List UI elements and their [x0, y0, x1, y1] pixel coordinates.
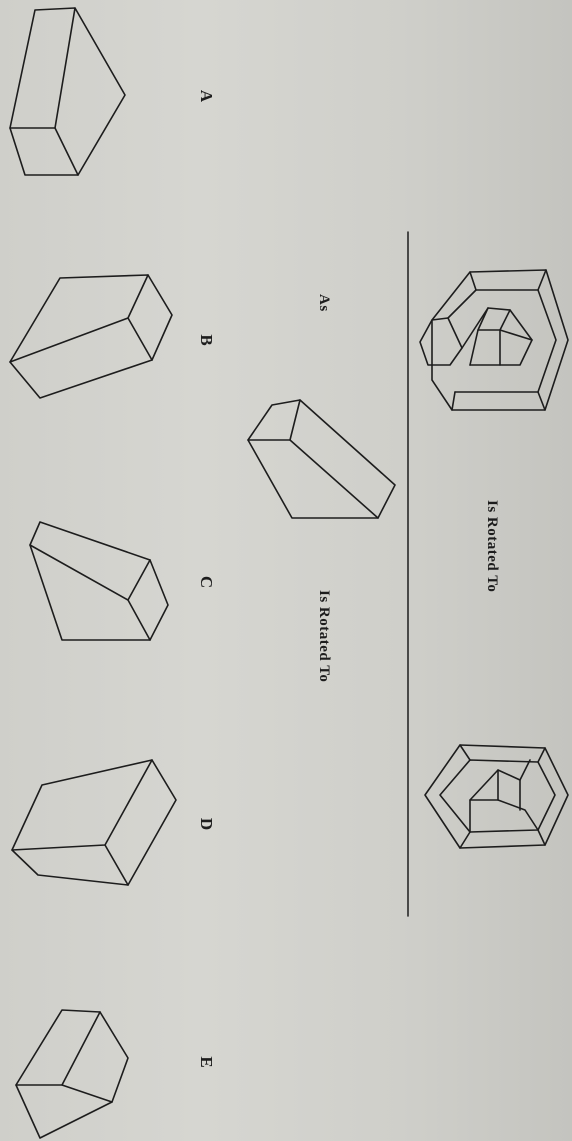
- example-rotated-figure: [425, 745, 568, 848]
- option-e-label[interactable]: E: [196, 1052, 216, 1072]
- option-c-label[interactable]: C: [196, 572, 216, 592]
- question-source-figure: [248, 400, 395, 518]
- question-caption: Is Rotated To: [315, 590, 332, 682]
- question-caption-text: Is Rotated To: [316, 590, 332, 682]
- option-e-figure: [16, 1010, 128, 1138]
- example-caption: Is Rotated To: [483, 500, 500, 592]
- option-c-figure: [30, 522, 168, 640]
- option-d-figure: [12, 760, 176, 885]
- option-d-label[interactable]: D: [196, 814, 216, 834]
- example-caption-text: Is Rotated To: [484, 500, 500, 592]
- as-label-text: As: [316, 294, 332, 312]
- option-b-figure: [10, 275, 172, 398]
- as-label: As: [315, 294, 332, 312]
- option-b-label[interactable]: B: [196, 330, 216, 350]
- example-original-figure: [420, 270, 568, 410]
- option-a-figure: [10, 8, 125, 175]
- option-a-label[interactable]: A: [196, 86, 216, 106]
